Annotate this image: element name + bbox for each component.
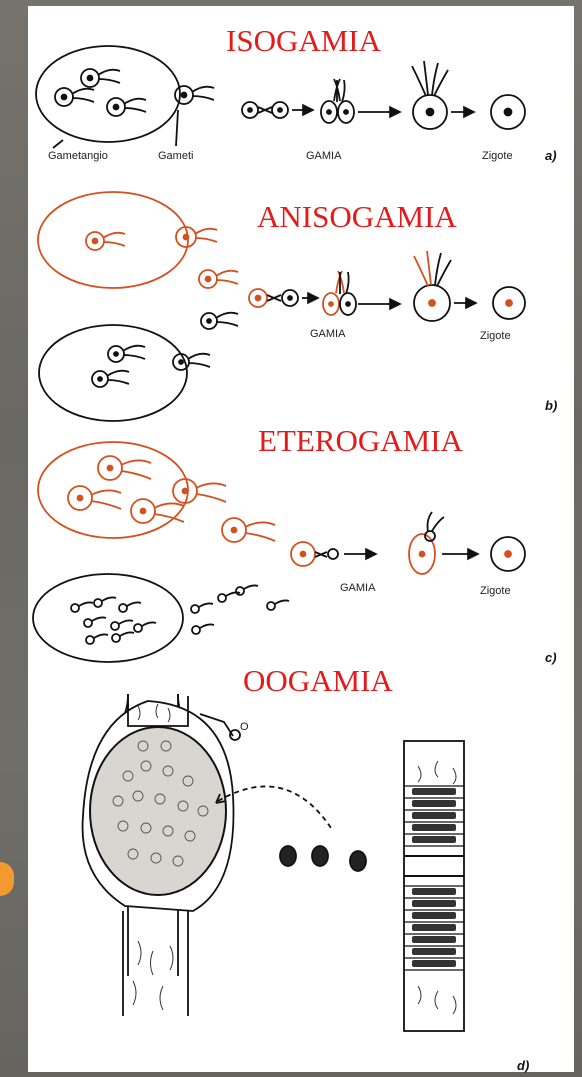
gamete-b-male-out2 bbox=[173, 354, 210, 370]
zygote-flagellated-a bbox=[412, 61, 448, 129]
zigote-label-b: Zigote bbox=[480, 330, 511, 342]
gamete-a2 bbox=[55, 88, 94, 106]
oogamia-section bbox=[83, 694, 464, 1031]
zygote-b bbox=[493, 287, 525, 319]
gamete-b-male-out1 bbox=[201, 313, 238, 329]
zygote-a bbox=[491, 95, 525, 129]
gametes-meeting-a bbox=[242, 102, 288, 118]
isogamia-title: ISOGAMIA bbox=[226, 24, 381, 58]
zygote-flagellated-b bbox=[414, 251, 451, 321]
gamete-a3 bbox=[107, 98, 146, 116]
fusion-c bbox=[409, 512, 444, 574]
gamete-b-male-in2 bbox=[92, 371, 129, 387]
anisogamia-title: ANISOGAMIA bbox=[257, 200, 457, 234]
gamia-label-c: GAMIA bbox=[340, 582, 375, 594]
sperm-d bbox=[280, 846, 366, 871]
gamete-a1 bbox=[81, 69, 120, 87]
eterogamia-section bbox=[33, 442, 525, 662]
gamete-b-female-merge bbox=[249, 289, 267, 307]
gamete-b-male-in1 bbox=[108, 346, 145, 362]
fusion-b bbox=[323, 271, 356, 315]
isogamia-section bbox=[36, 46, 525, 148]
egg-cells-c bbox=[68, 456, 315, 566]
gamete-a-free bbox=[175, 86, 214, 104]
zigote-label-c: Zigote bbox=[480, 585, 511, 597]
gamia-label-a: GAMIA bbox=[306, 150, 341, 162]
male-gametangio-c bbox=[33, 574, 183, 662]
female-gametangio-b bbox=[38, 192, 188, 288]
zygote-c bbox=[491, 537, 525, 571]
dashed-arrow bbox=[218, 786, 333, 831]
gamia-label-b: GAMIA bbox=[310, 328, 345, 340]
gameti-label: Gameti bbox=[158, 150, 193, 162]
eterogamia-title: ETEROGAMIA bbox=[258, 424, 463, 458]
gametangio-shape bbox=[36, 46, 180, 142]
oogonium-pointer-label: O bbox=[240, 721, 249, 733]
gamete-b-female-in bbox=[86, 232, 125, 250]
panel-mark-c: c) bbox=[545, 650, 557, 665]
fusion-a bbox=[321, 79, 354, 123]
egg-cell bbox=[90, 727, 226, 895]
sperm-cells-c bbox=[71, 585, 289, 644]
gamete-diagram bbox=[28, 6, 574, 1072]
panel-mark-d: d) bbox=[517, 1058, 529, 1073]
panel-mark-a: a) bbox=[545, 148, 557, 163]
oogamia-title: OOGAMIA bbox=[243, 664, 393, 698]
gametangio-label: Gametangio bbox=[48, 150, 108, 162]
panel-mark-b: b) bbox=[545, 398, 557, 413]
gamete-b-female-mid bbox=[199, 270, 238, 288]
gamete-b-female-out bbox=[176, 227, 217, 247]
zigote-label-a: Zigote bbox=[482, 150, 513, 162]
